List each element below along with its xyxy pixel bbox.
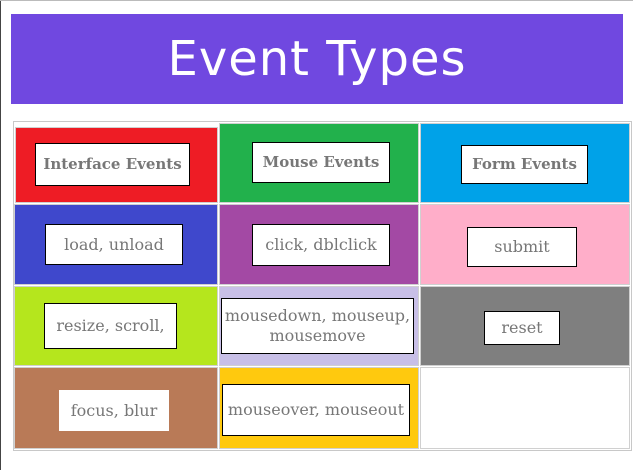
page-edge	[0, 0, 1, 470]
label-form-events: Form Events	[461, 145, 588, 184]
cell-empty	[420, 367, 630, 449]
page-top-edge	[0, 0, 633, 1]
label-mousedown-mouseup-mousemove: mousedown, mouseup, mousemove	[221, 298, 414, 354]
label-click-dblclick: click, dblclick	[252, 224, 390, 266]
label-reset: reset	[484, 311, 560, 345]
event-types-table	[13, 121, 632, 451]
label-interface-events: Interface Events	[35, 143, 190, 186]
label-load-unload: load, unload	[45, 224, 183, 265]
label-resize-scroll: resize, scroll,	[44, 303, 177, 349]
label-focus-blur: focus, blur	[59, 390, 169, 431]
label-mouseover-mouseout: mouseover, mouseout	[222, 384, 410, 436]
label-mouse-events: Mouse Events	[252, 142, 390, 183]
title-banner: Event Types	[11, 14, 623, 104]
page-title: Event Types	[167, 31, 467, 87]
label-submit: submit	[467, 227, 577, 267]
